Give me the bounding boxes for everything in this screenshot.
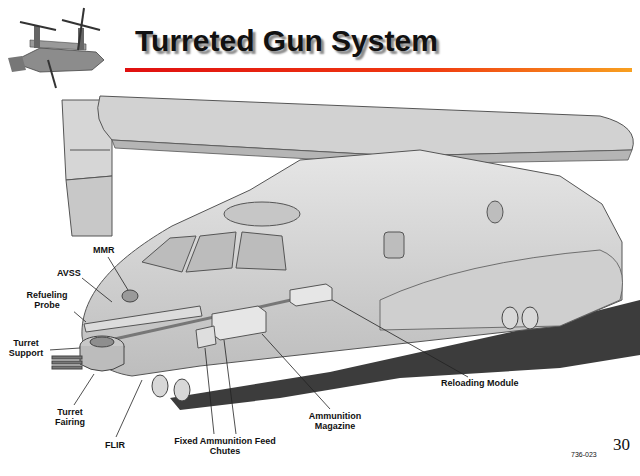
- gun-turret: [52, 336, 124, 371]
- landing-gear: [152, 307, 538, 401]
- tiltrotor-icon: [8, 8, 104, 88]
- callout-label: Turret Support: [2, 338, 50, 360]
- callout-label: Refueling Probe: [20, 290, 74, 312]
- callout-label: Reloading Module: [440, 378, 520, 390]
- callout-label: FLIR: [104, 440, 126, 452]
- cockpit-windows: [142, 202, 300, 272]
- callout-label: AVSS: [56, 268, 82, 280]
- page-marker: 30: [612, 435, 631, 456]
- slide-title: Turreted Gun System: [135, 24, 438, 58]
- fuselage: [82, 150, 622, 376]
- title-rule: [125, 68, 632, 72]
- refueling-probe: [84, 306, 202, 332]
- callout-label: MMR: [92, 245, 116, 257]
- callout-label: Fixed Ammunition Feed Chutes: [172, 436, 278, 458]
- callout-label: Ammunition Magazine: [298, 411, 372, 433]
- callout-label: Turret Fairing: [46, 407, 94, 429]
- ammunition-system: [110, 284, 332, 348]
- page-marker: 736-023: [570, 450, 598, 460]
- leader-lines: [49, 257, 468, 437]
